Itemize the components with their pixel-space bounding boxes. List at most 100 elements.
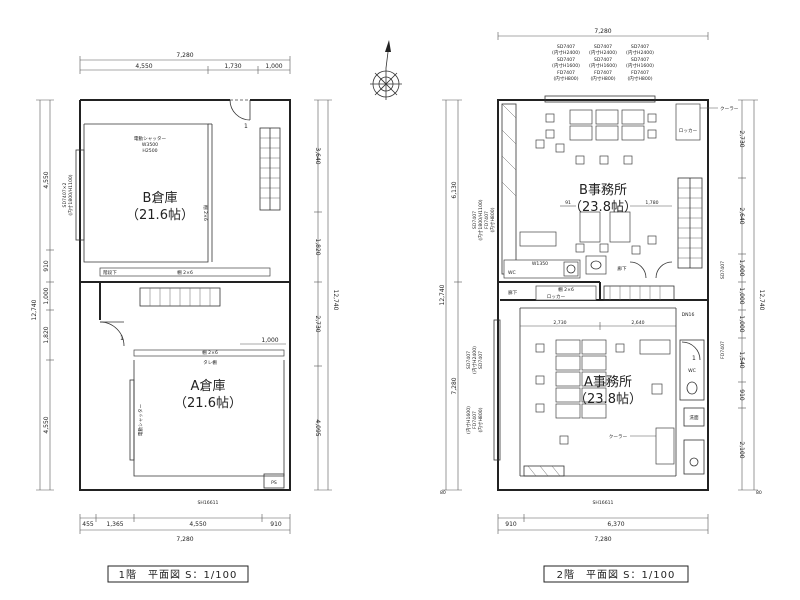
f2-right-dim-total: 12,740 <box>758 290 765 311</box>
f2-win-b-4: (内寸H1600) <box>589 62 617 69</box>
f1-bottom-dim-4: 910 <box>270 521 282 528</box>
f1-door-marker-mid: 1 <box>120 335 124 342</box>
f1-door-marker-top: 1 <box>244 123 248 130</box>
f2-win-b-3: SD7407 <box>594 57 612 63</box>
f2-room-b-name: B事務所 <box>579 183 627 198</box>
f2-window-specs-top: SD7407 (内寸H2400) SD7407 (内寸H1600) FD7407… <box>552 44 654 82</box>
f1-left-dim-4: 1,820 <box>43 326 50 343</box>
f2-right-dim-3: 1,000 <box>738 259 745 276</box>
f2-win-left-a-6: (内寸H800) <box>477 407 484 432</box>
f2-win-left-b-3: FD7407 <box>484 211 490 229</box>
f2-win-c-3: SD7407 <box>631 57 649 63</box>
f2-room-a-name: A事務所 <box>584 375 632 390</box>
f2-win-a-4: (内寸H1600) <box>552 62 580 69</box>
f1-room-b-name: B倉庫 <box>143 191 178 206</box>
f1-right-dim-1: 3,640 <box>314 147 321 164</box>
f2-room-b-area: （23.8帖） <box>569 200 637 215</box>
f1-shelf-vertical: 棚 2×6 <box>202 205 209 221</box>
f2-win-left-a-3: SD7407 <box>478 351 484 369</box>
f1-bottom-dim-total: 7,280 <box>176 536 193 543</box>
f2-locker-b: ロッカー <box>679 128 698 134</box>
f2-left-dim-total: 12,740 <box>439 284 446 305</box>
f2-inner-dim-a1: 2,730 <box>553 320 566 326</box>
f2-win-left-b-4: (内寸H800) <box>489 207 496 232</box>
f1-top-dim-3: 1,000 <box>265 63 282 70</box>
f1-right-dim-4: 4,095 <box>314 419 321 436</box>
f1-shelf-b: 棚 2×6 <box>177 269 193 276</box>
floor1-plan: 7,280 4,550 1,730 1,000 1 電動シャッター <box>31 52 339 583</box>
f1-left-dim-1: 4,550 <box>43 171 50 188</box>
f2-win-c-6: (内寸H800) <box>628 75 653 82</box>
f1-bottom-dim-2: 1,365 <box>106 521 123 528</box>
f2-win-c-1: SD7407 <box>631 44 649 50</box>
f2-title-box: 2階 平面図 S：1/100 <box>543 565 689 583</box>
f2-room-a-area: （23.8帖） <box>574 392 642 407</box>
f1-ps: PS <box>271 480 277 486</box>
f2-hall-a: 廊下 <box>508 289 518 296</box>
f2-sh-label: SH16611 <box>593 500 614 506</box>
f2-win-a-6: (内寸H800) <box>554 75 579 82</box>
f2-kitchen: WC <box>508 270 516 276</box>
f1-shelf-a: 棚 2×6 <box>202 349 218 356</box>
f2-inner-dim-b1: 91 <box>565 200 571 206</box>
f2-title: 2階 平面図 S：1/100 <box>557 569 676 581</box>
f2-shoe-box: W1350 <box>532 261 548 267</box>
f2-staircase <box>677 177 703 269</box>
f2-win-left-a-4: (内寸H1600) <box>465 406 472 434</box>
f2-bottom-dim-2: 6,370 <box>607 521 624 528</box>
f2-win-a-5: FD7407 <box>557 70 575 76</box>
f1-staircase-upper <box>259 127 281 211</box>
f2-win-c-4: (内寸H1600) <box>626 62 654 69</box>
f2-bottom-mark-left: 80 <box>440 490 446 496</box>
f2-win-a-1: SD7407 <box>557 44 575 50</box>
f2-right-dim-2: 2,640 <box>738 207 745 224</box>
f2-right-dim-8: 2,100 <box>738 441 745 458</box>
f2-right-dim-5: 1,000 <box>738 315 745 332</box>
f1-left-dim-total: 12,740 <box>31 299 38 320</box>
f2-left-dim-2: 7,280 <box>451 377 458 394</box>
f2-right-dim-7: 910 <box>738 389 745 401</box>
f1-title: 1階 平面図 S：1/100 <box>119 569 238 581</box>
f2-win-right-1: SD7407 <box>720 261 726 279</box>
f2-win-a-2: (内寸H2400) <box>552 49 580 56</box>
compass <box>370 40 402 100</box>
f2-wc: WC <box>688 368 696 374</box>
f2-win-left-a-5: FD7407 <box>472 411 478 429</box>
f2-storage: 棚 2×6 <box>558 286 574 293</box>
f1-room-b-area: （21.6帖） <box>126 208 194 223</box>
f2-win-right-2: FD7407 <box>720 341 726 359</box>
f1-shutter-b-line1: 電動シャッター <box>134 135 167 142</box>
f2-bottom-mark-right: 80 <box>756 490 762 496</box>
f2-dn: DN16 <box>682 312 695 318</box>
f2-bottom-dim-total: 7,280 <box>594 536 611 543</box>
f2-cooler-b: クーラー <box>720 106 739 112</box>
f1-left-dim-2: 910 <box>43 260 50 272</box>
f1-shutter-a: 電動シャッター <box>137 404 144 437</box>
f2-win-left-a-1: SD7407 <box>466 351 472 369</box>
f2-sink: 洗面 <box>689 414 699 421</box>
f1-right-dim-total: 12,740 <box>332 290 339 311</box>
f1-top-dim-2: 1,730 <box>224 63 241 70</box>
f1-under-stairs: 階段下 <box>103 269 117 276</box>
f1-room-a-area: （21.6帖） <box>174 396 242 411</box>
f2-bottom-dim-1: 910 <box>505 521 517 528</box>
f2-desks-a <box>535 339 671 445</box>
f1-room-a-name: A倉庫 <box>191 379 226 394</box>
f1-right-dim-2: 1,820 <box>314 238 321 255</box>
f2-inner-dim-b2: 1,780 <box>645 200 658 206</box>
f2-hall-b: 廊下 <box>617 265 627 272</box>
f2-win-a-3: SD7407 <box>557 57 575 63</box>
f2-top-dim-total: 7,280 <box>594 28 611 35</box>
f2-win-b-5: FD7407 <box>594 70 612 76</box>
f2-inner-dim-a2: 2,640 <box>631 320 644 326</box>
f1-title-box: 1階 平面図 S：1/100 <box>107 565 249 583</box>
f2-win-c-5: FD7407 <box>631 70 649 76</box>
f2-win-c-2: (内寸H2400) <box>626 49 654 56</box>
f2-locker-mid: ロッカー <box>547 294 566 300</box>
f2-win-b-2: (内寸H2400) <box>589 49 617 56</box>
f1-shutter-b-line3: H2500 <box>142 148 157 154</box>
f1-sh-label: SH16611 <box>198 500 219 506</box>
f1-door-dim: 1,000 <box>261 337 278 344</box>
f2-win-left-b-2: (内寸1800/H1100) <box>477 199 484 240</box>
